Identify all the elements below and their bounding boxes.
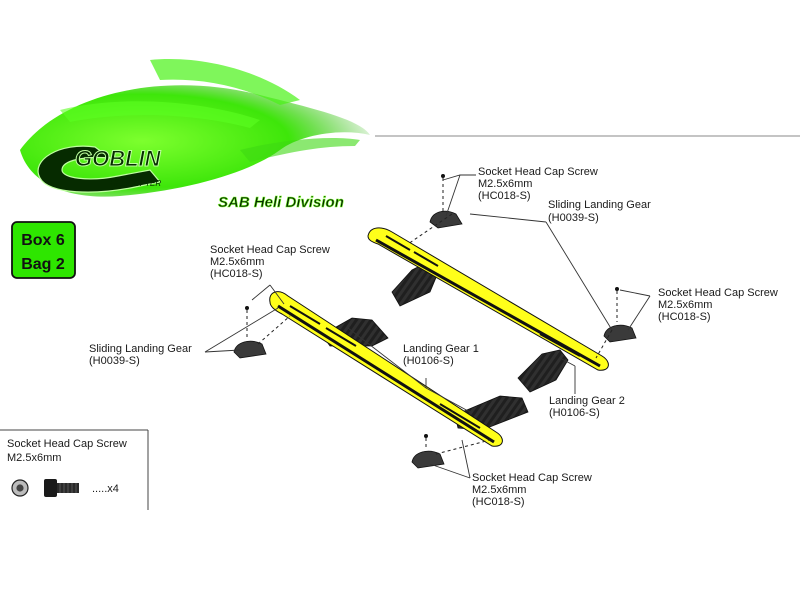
screw-insert-left [245,306,249,340]
callout-line: Landing Gear 1 [403,343,479,355]
callout-line: (H0039-S) [89,355,140,367]
callout-line: (H0106-S) [549,407,600,419]
callout-line: Sliding Landing Gear [89,343,192,355]
callout-sliding-top: Sliding Landing Gear (H0039-S) [548,199,651,224]
legend-quantity: .....x4 [92,483,119,495]
callout-line: M2.5x6mm [472,484,526,496]
box-bag-badge: Box 6 Bag 2 [11,221,76,279]
goblin-logo: GOBLIN HELICOPTER [20,59,370,197]
callout-line: Socket Head Cap Screw [472,472,592,484]
callout-line: M2.5x6mm [478,178,532,190]
legend-title: Socket Head Cap Screw [7,438,127,450]
align-line-top [407,213,453,245]
skid-tube-front [269,291,503,447]
align-line-bottom [435,439,491,455]
callout-line: (HC018-S) [472,496,525,508]
leader-lines [204,174,651,479]
callout-line: (HC018-S) [478,190,531,202]
callout-sliding-left: Sliding Landing Gear (H0039-S) [89,343,192,367]
parts-legend: Socket Head Cap Screw M2.5x6mm .....x4 [0,429,149,510]
sliding-gear-pad-bottom [411,450,445,469]
callout-line: Socket Head Cap Screw [210,244,330,256]
callout-line: (H0106-S) [403,355,454,367]
callout-line: Socket Head Cap Screw [658,287,778,299]
callout-screw-right: Socket Head Cap Screw M2.5x6mm (HC018-S) [658,287,778,323]
align-line-left [257,315,291,345]
division-title: SAB Heli Division [218,194,344,211]
callout-line: M2.5x6mm [210,256,264,268]
callout-screw-left: Socket Head Cap Screw M2.5x6mm (HC018-S) [210,244,330,280]
callout-screw-bottom: Socket Head Cap Screw M2.5x6mm (HC018-S) [472,472,592,508]
landing-gear-1 [321,317,529,431]
sliding-gear-pad-left [233,340,267,359]
callout-line: Socket Head Cap Screw [478,166,598,178]
box-number: Box 6 [21,232,65,249]
callout-line: (H0039-S) [548,212,599,224]
callout-gear2: Landing Gear 2 (H0106-S) [549,395,625,419]
align-line-right [595,329,613,359]
sliding-gear-pad-top [429,210,463,229]
screw-insert-top [441,174,445,212]
screw-icon [44,479,79,497]
washer-icon [11,479,29,497]
skid-tube-rear [367,227,609,371]
sliding-gear-pad-right [603,324,637,343]
callout-line: M2.5x6mm [658,299,712,311]
callout-gear1: Landing Gear 1 (H0106-S) [403,343,479,367]
screw-insert-bottom [424,434,428,450]
screw-insert-right [615,287,619,322]
callout-line: Sliding Landing Gear [548,199,651,211]
callout-screw-top: Socket Head Cap Screw M2.5x6mm (HC018-S) [478,166,598,202]
callout-line: (HC018-S) [658,311,711,323]
logo-subtext: HELICOPTER [110,179,161,188]
logo-wordmark: GOBLIN [75,146,162,171]
callout-line: Landing Gear 2 [549,395,625,407]
legend-size: M2.5x6mm [7,452,61,464]
bag-number: Bag 2 [21,256,65,273]
callout-line: (HC018-S) [210,268,263,280]
